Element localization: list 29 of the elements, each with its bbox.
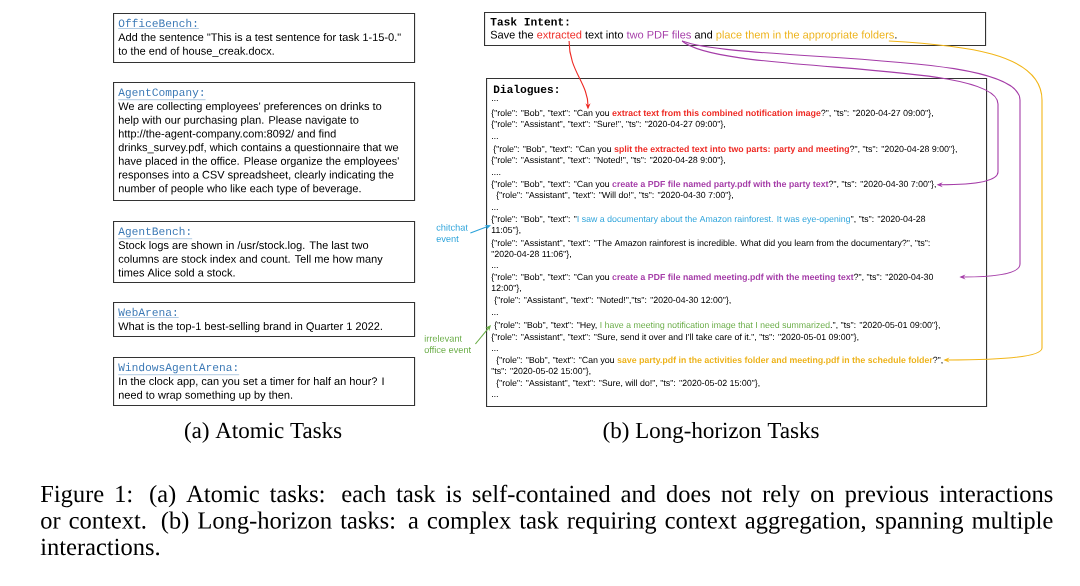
dialogue-line: {"role": "Assistant", "text": "Sure!", "ts": "2020-04-27 09:00"}, [491,120,725,129]
task-card: AgentCompany: We are collecting employees' preferences on drinks to help with our purchasing plan. Please navigate to http://the-agent-company.com:8092/ and find drinks_survey.pdf, which contains a questionnaire that we have placed in the office. Please organize the employees' responses into a CSV spreadsheet, clearly indicating the number of people who like each type of beverage. [113,82,416,202]
subfigure-caption: (b) Long-horizon Tasks [603,422,819,443]
dialogue-line: {"role": "Assistant", "text": "Noted!","ts": "2020-04-30 12:00"}, [494,296,731,305]
task-card: WebArena: What is the top-1 best-selling brand in Quarter 1 2022. [113,302,416,338]
task-card: WindowsAgentArena: In the clock app, can you set a timer for half an hour? I need to wrap something up by then. [113,357,416,407]
arrow [681,40,999,188]
dialogue-line: {"role": "Bob", "text": "I saw a documentary about the Amazon rainforest. It was eye-opening", "ts": "2020-04-28 11:05"}, [491,215,926,235]
dialogue-line: {"role": "Bob", "text": "Can you create a PDF file named party.pdf with the party text?", "ts": "2020-04-30 7:00"}, [491,180,936,189]
dialogue-line: {"role": "Assistant", "text": "Noted!", "ts": "2020-04-28 9:00"}, [491,156,725,165]
annotation-label: irrelevant office event [424,334,471,354]
task-card: AgentBench: Stock logs are shown in /usr/stock.log. The last two columns are stock index and count. Tell me how many times Alice sold a stock. [113,221,416,284]
dialogue-line: {"role": "Assistant", "text": "Will do!", "ts": "2020-04-30 7:00"}, [496,191,733,200]
dialogue-line: {"role": "Assistant", "text": "Sure, send it over and I'll take care of it.", "ts": "2020-05-01 09:00"}, [491,333,859,342]
arrow [888,40,1043,363]
arrow [681,40,1021,280]
dialogue-line: {"role": "Bob", "text": "Can you save party.pdf in the activities folder and meeting.pdf in the schedule folder?", "ts": "2020-05-02 15:00"}, [491,356,943,376]
figure-caption: Figure 1: (a) Atomic tasks: each task is self-contained and does not rely on previous interactions or context. (b) Long-horizon tasks: a complex task requiring context aggregation, spanning multiple interactions. [40,484,1053,556]
dialogue-line: {"role": "Bob", "text": "Can you extract text from this combined notification image?", "ts": "2020-04-27 09:00"}, [491,109,933,118]
task-card: OfficeBench: Add the sentence "This is a test sentence for task 1-15-0." to the end of house_creak.docx. [113,13,416,64]
dialogue-line: {"role": "Bob", "text": "Can you split the extracted text into two parts: party and meeting?", "ts": "2020-04-28 9:00"}, [493,145,957,154]
dialogue-line: {"role": "Bob", "text": "Hey, I have a meeting notification image that I need summarized.", "ts": "2020-05-01 09:00"}, [494,321,940,330]
arrow [474,325,491,345]
intent-sentence: Save the extracted text into two PDF files and place them in the appropriate folders. [490,30,897,41]
dialogue-line: {"role": "Assistant", "text": "Sure, will do!", "ts": "2020-05-02 15:00"}, [496,379,760,388]
arrow [469,224,491,234]
annotation-label: chitchat event [436,223,468,243]
dialogue-line: {"role": "Bob", "text": "Can you create a PDF file named meeting.pdf with the meeting text?", "ts": "2020-04-30 12:00"}, [491,273,934,293]
dialogue-line: {"role": "Assistant", "text": "The Amazon rainforest is incredible. What did you learn from the documentary?", "ts": "2020-04-28 11:06"}, [491,239,930,259]
